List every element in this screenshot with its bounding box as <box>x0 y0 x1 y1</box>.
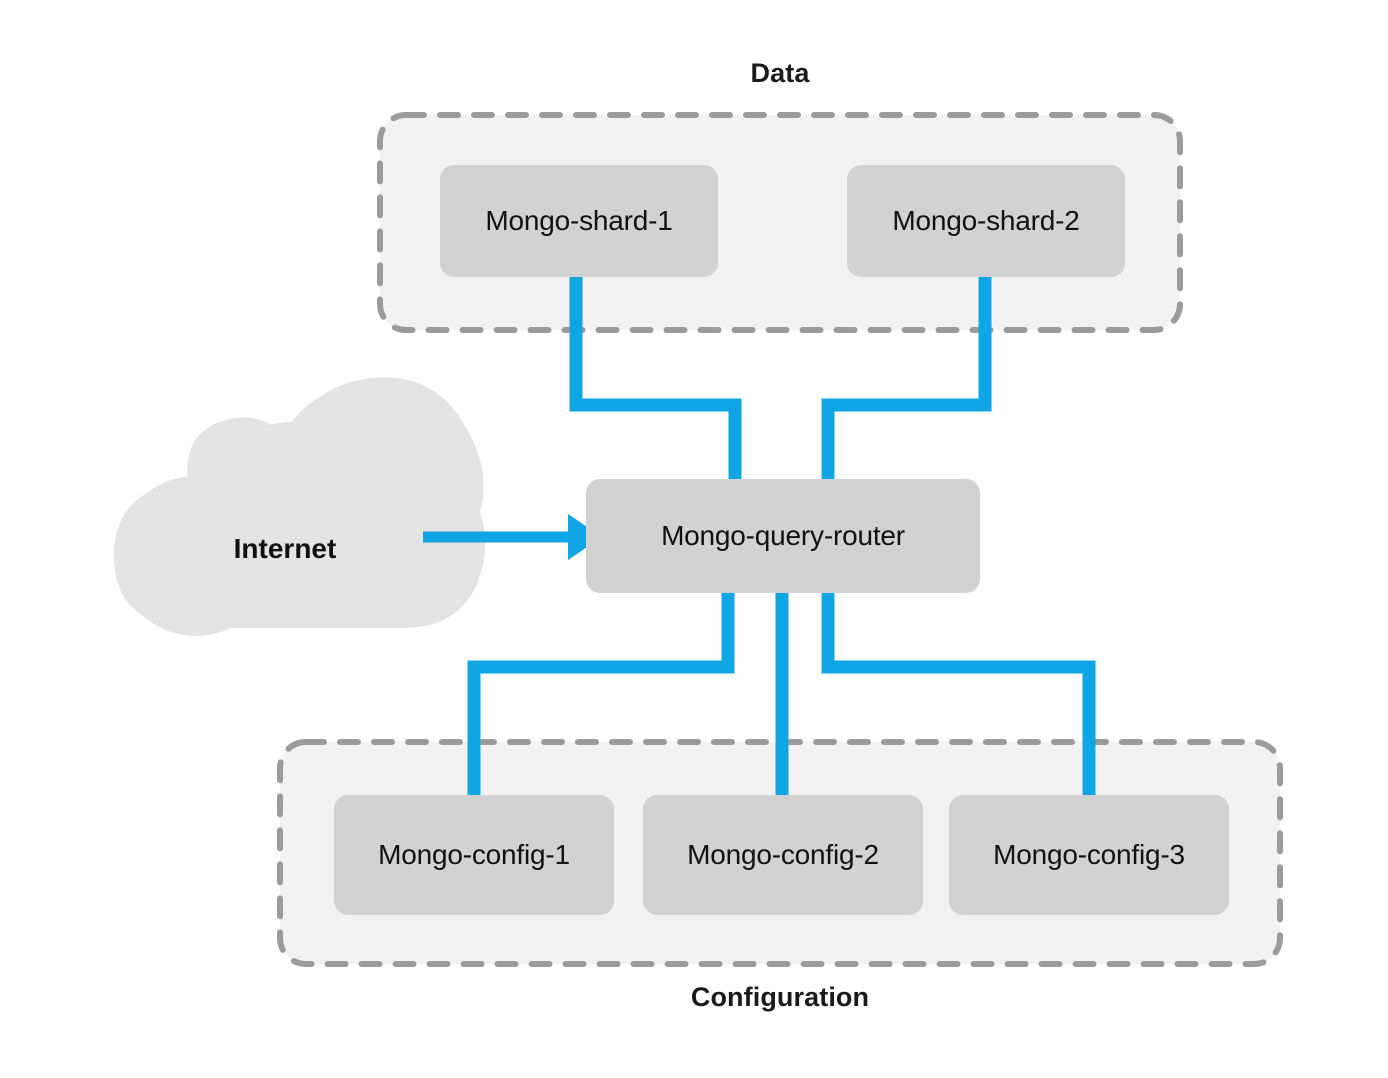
node-mongo-config-3-label: Mongo-config-3 <box>993 839 1185 870</box>
connector-internet-to-router-arrow <box>423 514 602 560</box>
node-mongo-shard-1-label: Mongo-shard-1 <box>485 205 673 236</box>
connector-router-to-config3 <box>821 592 1096 800</box>
node-mongo-config-1-label: Mongo-config-1 <box>378 839 570 870</box>
node-mongo-config-2-label: Mongo-config-2 <box>687 839 879 870</box>
connector-router-to-config1 <box>467 592 735 800</box>
configuration-group-label: Configuration <box>690 982 870 1012</box>
node-mongo-config-3[interactable]: Mongo-config-3 <box>949 795 1229 915</box>
internet-cloud-label: Internet <box>233 533 337 564</box>
internet-cloud-icon[interactable] <box>114 377 486 636</box>
node-mongo-shard-1[interactable]: Mongo-shard-1 <box>440 165 718 277</box>
node-mongo-query-router-label: Mongo-query-router <box>661 520 905 551</box>
node-mongo-query-router[interactable]: Mongo-query-router <box>586 479 980 593</box>
node-mongo-config-1[interactable]: Mongo-config-1 <box>334 795 614 915</box>
connector-shard2-to-router <box>821 272 992 487</box>
data-group-label: Data <box>750 58 810 88</box>
connector-shard1-to-router <box>569 272 742 487</box>
node-mongo-config-2[interactable]: Mongo-config-2 <box>643 795 923 915</box>
node-mongo-shard-2[interactable]: Mongo-shard-2 <box>847 165 1125 277</box>
node-mongo-shard-2-label: Mongo-shard-2 <box>892 205 1080 236</box>
